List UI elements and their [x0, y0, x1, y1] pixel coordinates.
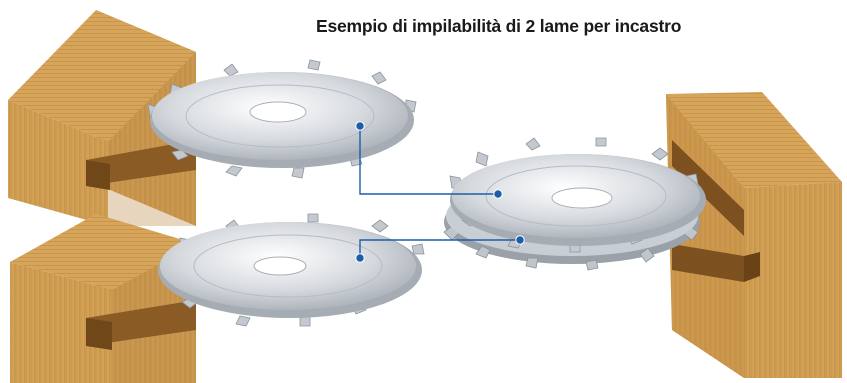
- connector-dot-icon: [355, 253, 365, 263]
- saw-blade-lower-left: [158, 213, 425, 327]
- wood-block-right: [666, 92, 842, 378]
- saw-blade-upper-left: [147, 59, 417, 179]
- wood-block-left-upper: [8, 10, 196, 226]
- connector-dots: [355, 121, 525, 263]
- connector-dot-icon: [355, 121, 365, 131]
- connector-lines: [359, 126, 520, 258]
- diagram-title: Esempio di impilabilità di 2 lame per in…: [316, 16, 682, 36]
- saw-blade-stack-right: [443, 137, 706, 271]
- wood-block-left-lower: [10, 214, 196, 383]
- connector-line-lower: [359, 239, 520, 258]
- connector-line-upper: [359, 126, 498, 195]
- connector-dot-icon: [493, 189, 503, 199]
- connector-dot-icon: [515, 235, 525, 245]
